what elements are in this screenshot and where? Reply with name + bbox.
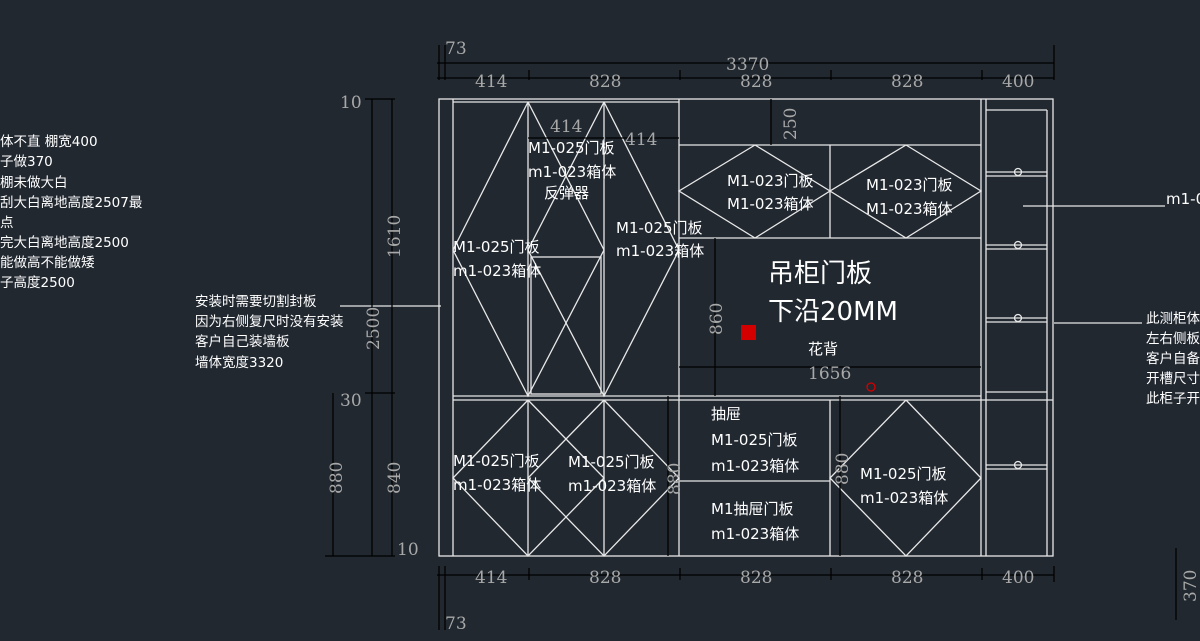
- box-label: m1-023箱体: [616, 242, 704, 260]
- bottom-dimensions: 414 828 828 828 400 73 370: [437, 548, 1200, 634]
- note-line: 安装时需要切割封板: [195, 293, 317, 310]
- note-line: 能做高不能做矮: [0, 254, 95, 271]
- drawer-label: 抽屉: [711, 405, 741, 423]
- flower-back-label: 花背: [808, 340, 838, 358]
- dim-label: 400: [1002, 568, 1034, 588]
- box-label: M1-023箱体: [727, 195, 814, 213]
- box-label: m1-023箱体: [711, 525, 799, 543]
- drawer-door-label: M1抽屉门板: [711, 500, 794, 518]
- door-label: M1-025门板: [568, 453, 655, 471]
- note-line: 子高度2500: [0, 274, 75, 291]
- note-line: 客户自备: [1146, 350, 1200, 367]
- dim-label: 1610: [385, 215, 405, 258]
- box-label: m1-023箱体: [453, 262, 541, 280]
- right-label: m1-0: [1166, 190, 1200, 208]
- dim-label: 880: [327, 462, 347, 494]
- dim-label: 414: [475, 72, 507, 92]
- dim-label: 10: [397, 540, 419, 560]
- dim-label: 10: [340, 93, 362, 113]
- dim-label: 250: [781, 108, 801, 140]
- drawer-door-label: M1-025门板: [711, 431, 798, 449]
- note-line: 点: [0, 215, 14, 231]
- dim-label: 828: [740, 72, 772, 92]
- dim-label: 30: [340, 391, 362, 411]
- dim-label: 860: [707, 303, 727, 335]
- note-line: 体不直 棚宽400: [0, 133, 98, 150]
- dim-label: 414: [625, 130, 657, 150]
- note-line: 棚未做大白: [0, 175, 68, 191]
- dim-label: 840: [385, 462, 405, 494]
- dim-label: 828: [589, 72, 621, 92]
- note-line: 刮大白离地高度2507最: [0, 194, 143, 211]
- door-label: M1-025门板: [860, 465, 947, 483]
- marker-icon: [741, 325, 756, 340]
- box-label: M1-023箱体: [866, 200, 953, 218]
- top-dimensions: 73 3370 414 828 828 828 400: [437, 39, 1055, 92]
- dim-label: 3370: [726, 55, 769, 75]
- dim-label: 370: [1181, 570, 1200, 602]
- dim-label: 2500: [364, 307, 384, 350]
- note-line: 墙体宽度3320: [195, 354, 283, 371]
- note-line: 此柜子开: [1146, 391, 1200, 407]
- dim-label: 414: [550, 117, 582, 137]
- dim-label: 828: [891, 568, 923, 588]
- box-label: m1-023箱体: [711, 457, 799, 475]
- box-label: m1-023箱体: [568, 477, 656, 495]
- lower-edge-label: 下沿20MM: [768, 297, 898, 327]
- dim-label: 828: [740, 568, 772, 588]
- dim-label: 1656: [808, 364, 851, 384]
- dim-label: 880: [833, 453, 853, 485]
- rebound-label: 反弹器: [544, 184, 589, 202]
- note-line: 因为右侧复尺时没有安装: [195, 313, 344, 330]
- hang-door-label: 吊柜门板: [768, 259, 872, 289]
- note-line: 客户自己装墙板: [195, 333, 290, 350]
- dim-label: 73: [445, 39, 467, 59]
- door-label: M1-025门板: [528, 139, 615, 157]
- right-notes: 此测柜体 左右侧板 客户自备 开槽尺寸 此柜子开 m1-0: [1023, 190, 1200, 407]
- note-line: 此测柜体: [1146, 311, 1200, 327]
- dim-label: 828: [589, 568, 621, 588]
- dim-label: 880: [665, 463, 685, 495]
- note-line: 完大白离地高度2500: [0, 234, 129, 251]
- door-label: M1-023门板: [727, 172, 814, 190]
- door-label: M1-025门板: [453, 452, 540, 470]
- box-label: m1-023箱体: [453, 476, 541, 494]
- door-label: M1-025门板: [616, 219, 703, 237]
- left-dimensions: 10 1610 2500 30 840 880 10: [325, 93, 419, 560]
- cabinet-elevation: 414 414 250 860 1656 880 880: [438, 98, 1054, 557]
- dim-label: 73: [445, 614, 467, 634]
- note-line: 子做370: [0, 154, 53, 170]
- note-line: 左右侧板: [1146, 331, 1200, 347]
- dim-label: 400: [1002, 72, 1034, 92]
- dim-label: 414: [475, 568, 507, 588]
- left-notes: 体不直 棚宽400 子做370 棚未做大白 刮大白离地高度2507最 点 完大白…: [0, 133, 143, 291]
- cabinet-labels: M1-025门板 m1-023箱体 反弹器 M1-025门板 m1-023箱体 …: [453, 139, 953, 543]
- door-label: M1-023门板: [866, 176, 953, 194]
- note-line: 开槽尺寸: [1146, 371, 1200, 387]
- dim-label: 828: [891, 72, 923, 92]
- box-label: m1-023箱体: [860, 489, 948, 507]
- door-label: M1-025门板: [453, 238, 540, 256]
- install-notes: 安装时需要切割封板 因为右侧复尺时没有安装 客户自己装墙板 墙体宽度3320: [195, 293, 441, 371]
- box-label: m1-023箱体: [528, 163, 616, 181]
